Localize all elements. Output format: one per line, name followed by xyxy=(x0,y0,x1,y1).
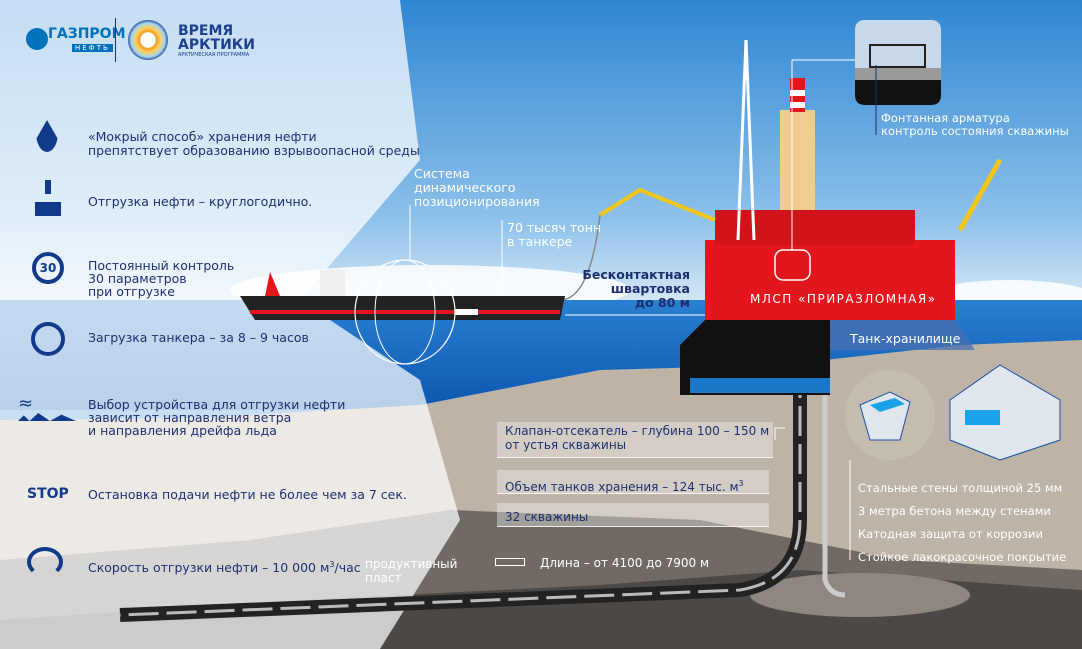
stop-text-icon: STOP xyxy=(27,486,69,502)
left-panel-overlay xyxy=(0,0,460,649)
storage-caisson xyxy=(680,320,830,395)
tank-feature: Стойкое лакокрасочное покрытие xyxy=(858,550,1067,564)
tank-feature: 3 метра бетона между стенами xyxy=(858,504,1051,518)
reservoir-label-1: продуктивный xyxy=(365,557,458,571)
speedometer-icon xyxy=(27,547,63,577)
logo-divider xyxy=(115,18,116,62)
feature-wet-storage-2: препятствует образованию взрывоопасной с… xyxy=(88,143,420,158)
volume-label: Объем танков хранения – 124 тыс. м3 xyxy=(505,476,744,495)
crane xyxy=(957,158,1003,232)
gazprom-flame-icon xyxy=(26,28,48,50)
valve-label-2: от устья скважины xyxy=(505,438,627,452)
wells-label: 32 скважины xyxy=(505,510,589,524)
magnifier-30-icon: 30 xyxy=(32,252,64,284)
arctic-subtitle: АРКТИЧЕСКАЯ ПРОГРАММА xyxy=(178,52,250,58)
clock-icon xyxy=(31,322,65,356)
platform-hull xyxy=(705,240,955,320)
feature-year-round: Отгрузка нефти – круглогодично. xyxy=(88,194,313,209)
feature-control-2: 30 параметров xyxy=(88,271,187,286)
feature-wet-storage-1: «Мокрый способ» хранения нефти xyxy=(88,129,317,144)
valve-label-1: Клапан-отсекатель – глубина 100 – 150 м xyxy=(505,424,770,438)
feature-device-choice-3: и направления дрейфа льда xyxy=(88,423,277,438)
feature-device-choice-1: Выбор устройства для отгрузки нефти xyxy=(88,397,346,412)
tank-label-band xyxy=(830,320,975,350)
feature-loading-time: Загрузка танкера – за 8 – 9 часов xyxy=(88,330,309,345)
wellhead-label-2: контроль состояния скважины xyxy=(881,124,1069,138)
feature-device-choice-2: зависит от направления ветра xyxy=(88,410,292,425)
tank-feature: Катодная защита от коррозии xyxy=(858,527,1043,541)
feature-stop: Остановка подачи нефти не более чем за 7… xyxy=(88,487,407,502)
tanker-capacity-1: 70 тысяч тонн xyxy=(507,220,602,235)
gazprom-subtitle: НЕФТЬ xyxy=(72,44,113,52)
drilling-derrick xyxy=(736,39,756,241)
arctic-logo-icon xyxy=(128,20,168,60)
gazprom-wordmark: ГАЗПРОМ xyxy=(48,26,126,42)
volume-text: Объем танков хранения – 124 тыс. м xyxy=(505,480,739,494)
positioning-label-3: позиционирования xyxy=(414,194,540,209)
length-label: Длина – от 4100 до 7900 м xyxy=(540,556,710,570)
positioning-label-2: динамического xyxy=(414,180,516,195)
wind-waves-icon: ≈ xyxy=(18,395,76,421)
reservoir-label-2: пласт xyxy=(365,571,402,585)
feature-speed: Скорость отгрузки нефти – 10 000 м3/час xyxy=(88,557,361,575)
feature-speed-sup: 3 xyxy=(329,560,335,569)
positioning-label-1: Система xyxy=(414,166,470,181)
volume-sup: 3 xyxy=(738,479,744,488)
platform-name: МЛСП «ПРИРАЗЛОМНАЯ» xyxy=(750,292,937,306)
feature-speed-text: Скорость отгрузки нефти – 10 000 м xyxy=(88,560,330,576)
tank-feature: Стальные стены толщиной 25 мм xyxy=(858,481,1063,495)
feature-control-1: Постоянный контроль xyxy=(88,258,235,273)
flare-stack xyxy=(780,110,815,210)
mooring-label-1: Бесконтактная xyxy=(582,267,690,282)
wells-box xyxy=(497,503,769,527)
reservoir-zone xyxy=(750,573,970,617)
tanker-capacity-2: в танкере xyxy=(507,234,573,249)
mooring-label-2: швартовка xyxy=(610,281,690,296)
tank-label: Танк-хранилище xyxy=(850,331,961,346)
valve-box xyxy=(497,422,773,458)
mooring-label-3: до 80 м xyxy=(635,295,690,310)
crane-hook-icon xyxy=(33,180,63,218)
gazprom-logo: ГАЗПРОМ НЕФТЬ xyxy=(26,22,126,58)
storage-tank-icon xyxy=(949,364,1061,461)
arctic-title-2: АРКТИКИ xyxy=(178,37,255,53)
volume-box xyxy=(497,470,769,494)
feature-speed-unit: /час xyxy=(334,560,361,576)
magnifier-badge: 30 xyxy=(39,261,57,275)
tanker xyxy=(240,296,565,320)
loading-boom xyxy=(598,187,716,222)
feature-control-3: при отгрузке xyxy=(88,284,175,299)
arctic-title-1: ВРЕМЯ xyxy=(178,23,234,39)
ruler-icon xyxy=(495,558,525,566)
wellhead-label-1: Фонтанная арматура xyxy=(881,111,1010,125)
